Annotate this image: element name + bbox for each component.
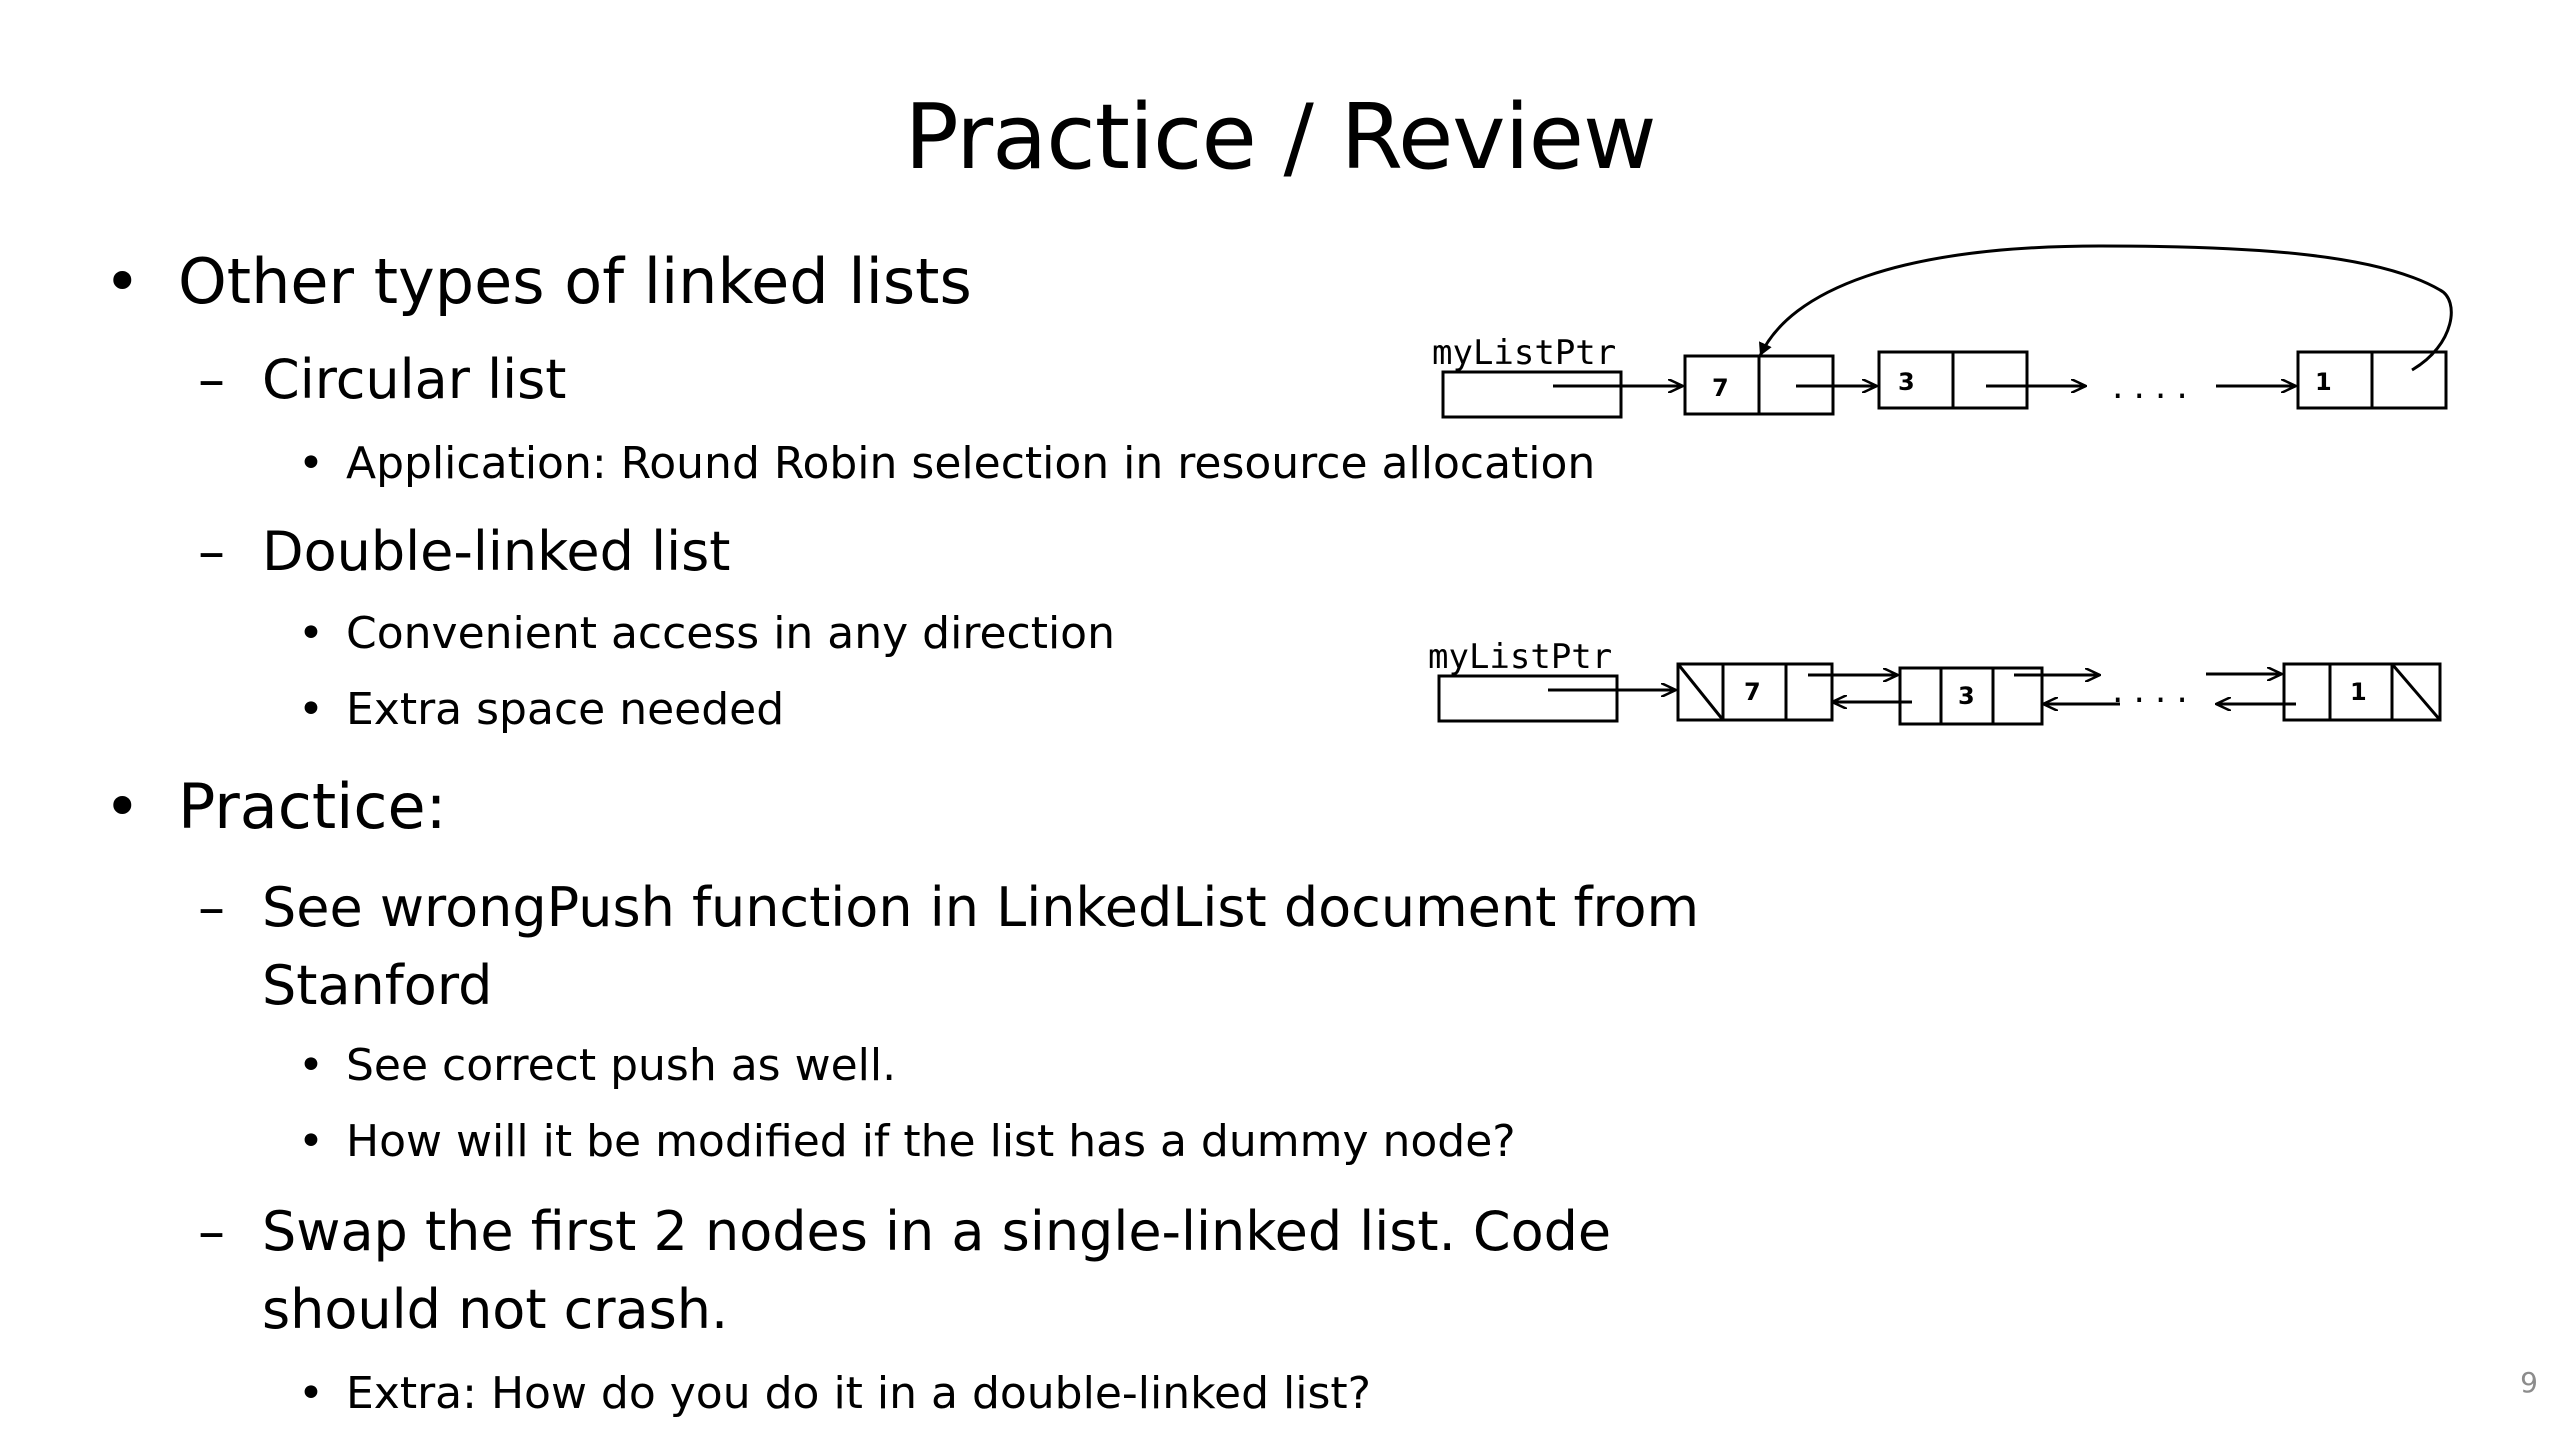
pointer-label: myListPtr [1432,333,1616,373]
ellipsis: .... [2112,670,2198,711]
ellipsis: .... [2112,366,2198,407]
pointer-label: myListPtr [1428,637,1612,677]
circular-list-diagram: myListPtr 7 3 .... 1 [1432,244,2453,419]
bullet-marker: • [298,438,324,489]
bullet-text: See correct push as well. [346,1040,897,1091]
bullet-text: Extra space needed [346,684,785,735]
dash-marker: – [198,876,225,939]
bullet-text: Convenient access in any direction [346,608,1115,659]
node-value: 3 [1898,368,1915,396]
bullet-text: Double-linked list [262,520,731,583]
bullet-text: Extra: How do you do it in a double-link… [346,1368,1371,1419]
bullet-marker: • [298,1116,324,1167]
circular-back-link [1758,244,2453,372]
dash-marker: – [198,520,225,583]
bullet-marker: • [104,245,141,318]
list-node [1676,662,1834,722]
slide-title: Practice / Review [904,85,1656,190]
double-linked-list-diagram: myListPtr 7 3 .... [1428,637,2442,726]
node-value: 1 [2350,678,2367,706]
dash-marker: – [198,348,225,411]
bullet-marker: • [298,684,324,735]
bullet-text: Other types of linked lists [178,245,972,318]
pointer-box [1441,370,1623,419]
bullet-marker: • [298,1040,324,1091]
list-node [1898,666,2044,726]
node-value: 7 [1712,374,1729,402]
node-value: 3 [1958,682,1975,710]
node-value: 7 [1744,678,1761,706]
list-node [2282,662,2442,722]
bullet-text: should not crash. [262,1278,729,1341]
node-value: 1 [2315,368,2332,396]
bullet-marker: • [298,608,324,659]
bullet-text: See wrongPush function in LinkedList doc… [262,876,1700,939]
pointer-box [1437,674,1619,723]
dash-marker: – [198,1200,225,1263]
bullet-text: Application: Round Robin selection in re… [346,438,1596,489]
bullet-text: Stanford [262,954,493,1017]
bullet-text: Practice: [178,770,447,843]
bullet-text: How will it be modified if the list has … [346,1116,1516,1167]
bullet-marker: • [104,770,141,843]
bullet-marker: • [298,1368,324,1419]
page-number: 9 [2520,1366,2538,1399]
bullet-text: Circular list [262,348,567,411]
bullet-text: Swap the first 2 nodes in a single-linke… [262,1200,1612,1263]
